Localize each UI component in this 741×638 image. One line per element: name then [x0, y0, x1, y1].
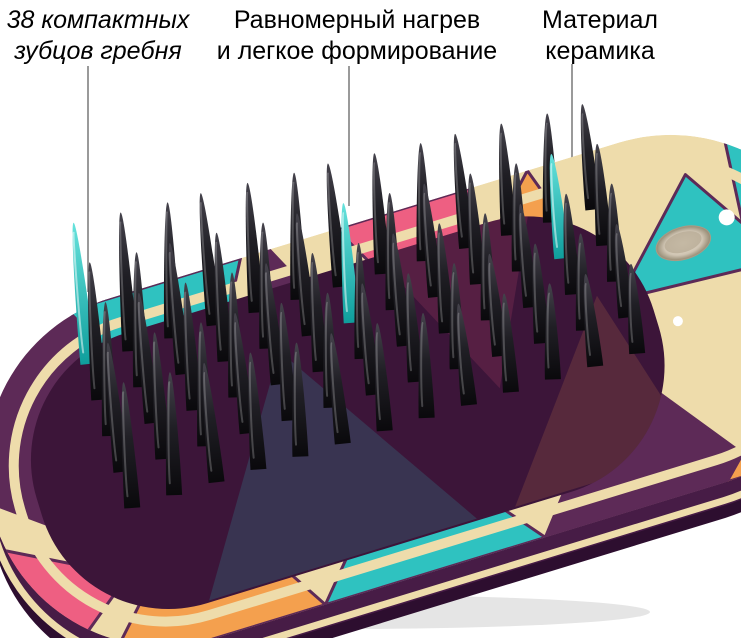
annotation-heating-line1: Равномерный нагрев — [233, 6, 481, 34]
callout-line-heating — [348, 66, 350, 206]
annotation-material-line2: керамика — [545, 36, 655, 65]
callout-line-material — [571, 64, 573, 246]
bristle — [248, 352, 267, 470]
bristle — [418, 313, 435, 419]
bristle — [202, 362, 225, 484]
bristle — [374, 323, 393, 432]
annotation-material-line1: Материал — [542, 6, 658, 34]
power-button — [655, 225, 712, 262]
bristle — [329, 333, 351, 445]
callout-line-teeth — [87, 66, 89, 292]
deco-dot — [718, 209, 735, 226]
bristle — [165, 372, 183, 496]
annotation-material: Материал керамика — [516, 5, 684, 66]
annotation-teeth-line2: зубцов гребня — [14, 36, 182, 65]
bristle — [532, 243, 551, 344]
bristle — [456, 303, 477, 406]
face-ring — [8, 155, 741, 627]
annotation-heating-line2: и легкое формирование — [216, 36, 498, 65]
bristle — [628, 263, 646, 355]
bristle — [292, 342, 309, 457]
deco-dot — [672, 316, 683, 327]
annotation-teeth-line1: 38 компактных — [6, 6, 190, 34]
annotation-heating: Равномерный нагрев и легкое формирование — [206, 5, 508, 66]
bristle — [501, 293, 519, 393]
bristle — [544, 283, 561, 380]
bristle — [583, 273, 604, 368]
bristles — [72, 104, 646, 509]
bristle — [121, 382, 141, 509]
annotation-teeth: 38 компактных зубцов гребня — [0, 5, 196, 66]
